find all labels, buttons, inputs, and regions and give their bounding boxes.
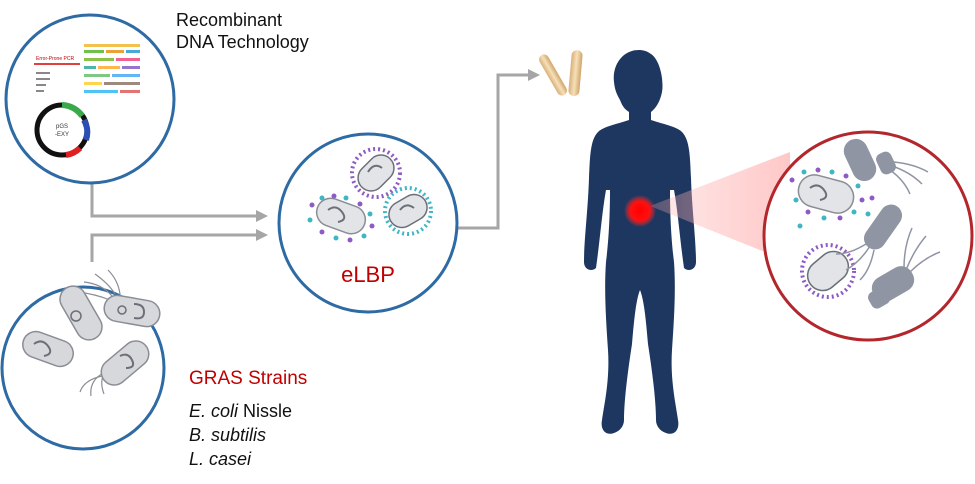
error-prone-pcr-header: Error-Prone PCR bbox=[36, 56, 74, 62]
elbp-circle: eLBP bbox=[277, 132, 459, 314]
strain-item: E. coli Nissle bbox=[189, 399, 292, 423]
strain-suffix: Nissle bbox=[238, 401, 293, 421]
engineered-bacterium bbox=[789, 167, 875, 229]
strain-species: B. subtilis bbox=[189, 425, 267, 445]
plasmid-name: pGS bbox=[56, 124, 68, 130]
capsule-pills bbox=[539, 50, 583, 96]
pathogen-bacterium bbox=[868, 227, 941, 309]
engineered-bacterium bbox=[350, 147, 402, 199]
strain-item: B. subtilis bbox=[189, 423, 266, 447]
engineered-bacterium bbox=[383, 186, 433, 236]
recombinant-dna-title: Recombinant DNA Technology bbox=[176, 9, 309, 53]
bacterium-cell bbox=[59, 285, 103, 341]
plasmid-name-suffix: -EXY bbox=[55, 132, 69, 138]
bacterium-cell bbox=[100, 340, 150, 386]
elbp-label: eLBP bbox=[341, 262, 395, 287]
gras-strains-circle bbox=[0, 269, 166, 451]
pathogen-bacterium bbox=[835, 204, 903, 281]
sequence-alignment bbox=[36, 44, 140, 93]
engineered-bacterium bbox=[800, 243, 856, 299]
arrow-recombinant-to-elbp bbox=[90, 180, 258, 218]
plasmid-map: pGS -EXY bbox=[34, 102, 91, 158]
human-body bbox=[584, 50, 696, 434]
gut-highlight bbox=[624, 195, 656, 227]
bacterium-cell bbox=[22, 330, 74, 368]
surface-particles bbox=[307, 193, 375, 243]
gut-zoom-circle bbox=[762, 130, 974, 342]
strain-item: L. casei bbox=[189, 447, 251, 471]
arrow-gras-to-elbp bbox=[90, 233, 258, 262]
flow-arrows bbox=[90, 73, 528, 262]
gras-strains-title: GRAS Strains bbox=[189, 368, 308, 389]
recombinant-title-line1: Recombinant bbox=[176, 10, 283, 30]
pathogen-bacterium bbox=[843, 138, 929, 195]
recombinant-title-line2: DNA Technology bbox=[176, 32, 309, 52]
recombinant-dna-circle: Error-Prone PCR bbox=[4, 13, 176, 185]
arrow-elbp-to-pills bbox=[458, 73, 528, 230]
strain-species: L. casei bbox=[189, 449, 252, 469]
engineered-bacterium bbox=[307, 193, 375, 243]
zoom-cone bbox=[650, 152, 790, 262]
bacterium-cell bbox=[103, 294, 161, 328]
strain-species: E. coli bbox=[189, 401, 239, 421]
arrow-heads bbox=[256, 69, 540, 241]
